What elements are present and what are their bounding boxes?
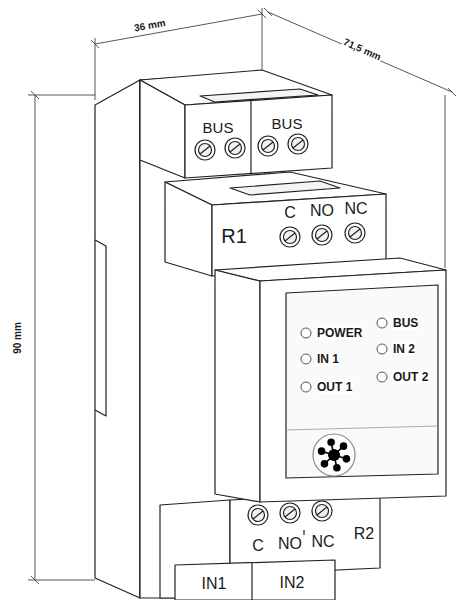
config-button — [313, 434, 355, 476]
led-label: IN 2 — [392, 343, 416, 356]
front-panel — [260, 270, 446, 502]
input-terminal-block — [175, 560, 335, 600]
terminal-side — [165, 182, 212, 276]
led-label: POWER — [316, 327, 363, 340]
terminal-label: NC — [343, 201, 368, 218]
relay-label: R1 — [220, 226, 248, 247]
terminal-side — [140, 80, 185, 178]
dimension-label: 71,5 mm — [341, 37, 384, 64]
terminal-label: NO — [309, 203, 335, 220]
led-label: IN 1 — [316, 353, 340, 366]
rail-notch — [95, 240, 106, 416]
terminal-label: BUS — [202, 120, 235, 136]
terminal-label: BUS — [271, 116, 304, 132]
terminal-label: C — [251, 538, 265, 555]
panel-side — [215, 270, 260, 502]
front-window — [286, 285, 438, 478]
dimension-label: 90 mm — [13, 321, 24, 355]
bus-terminal-block — [185, 95, 332, 178]
led-label: OUT 1 — [316, 381, 353, 394]
terminal-screws — [195, 134, 365, 525]
led-label: OUT 2 — [392, 371, 429, 384]
terminal-label: IN2 — [279, 575, 306, 592]
housing-side — [95, 80, 140, 598]
led-label: BUS — [392, 317, 419, 330]
terminal-label: C — [283, 205, 297, 222]
dimension-lines — [28, 8, 456, 584]
terminal-label: NO — [277, 536, 303, 553]
terminal-label: NC — [310, 534, 335, 551]
relay-label: R2 — [353, 526, 375, 543]
terminal-label: IN1 — [201, 576, 228, 593]
